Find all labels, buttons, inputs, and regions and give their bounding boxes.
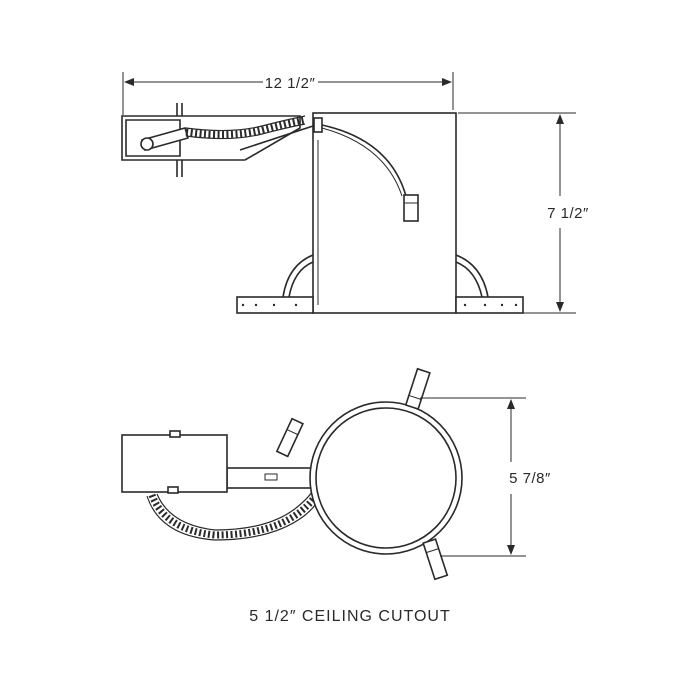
ceiling-cutout-caption: 5 1/2″ CEILING CUTOUT	[249, 608, 451, 625]
junction-box-side	[121, 103, 314, 177]
wire-lead	[321, 124, 407, 197]
junction-arm	[226, 467, 316, 489]
height-dimension: 7 1/2″	[458, 112, 589, 314]
mounting-clips	[275, 367, 449, 581]
housing-ring	[309, 401, 463, 555]
flex-conduit-side	[185, 116, 306, 139]
side-view: 12 1/2″	[121, 72, 589, 314]
diameter-dimension: 5 7/8″	[420, 397, 551, 557]
flex-conduit-top	[148, 488, 322, 539]
top-view: 5 7/8″	[121, 367, 551, 581]
mounting-feet	[236, 254, 524, 314]
junction-box-top	[121, 434, 228, 493]
diameter-label: 5 7/8″	[509, 470, 551, 487]
quick-connector	[403, 194, 419, 222]
housing-can	[312, 112, 457, 314]
height-label: 7 1/2″	[547, 205, 589, 222]
width-dimension: 12 1/2″	[122, 72, 454, 115]
width-label: 12 1/2″	[265, 75, 316, 92]
